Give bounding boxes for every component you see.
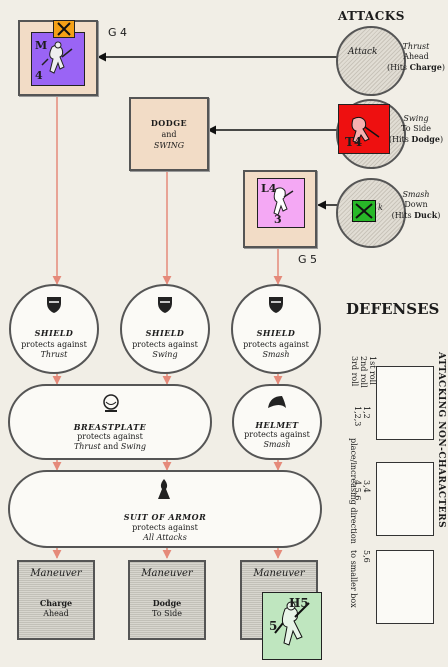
roll-value-5: 5,6	[362, 550, 371, 563]
shield-icon	[269, 297, 283, 313]
attack-label: k	[378, 203, 383, 212]
non-character-box-1[interactable]	[376, 366, 434, 440]
counter-code: M	[35, 39, 48, 52]
defense-shield-thrust: SHIELD protects against Thrust	[9, 284, 99, 374]
helmet-icon	[268, 396, 286, 408]
warrior-figure-icon	[351, 116, 380, 144]
attack-circle-smash[interactable]: k	[336, 178, 406, 248]
cancel-marker-icon[interactable]	[53, 20, 75, 38]
breastplate-icon	[103, 394, 119, 412]
defense-shield-smash: SHIELD protects against Smash	[231, 284, 321, 374]
counter-pink[interactable]: L4 3	[257, 178, 305, 228]
roll-value-3: 3,4	[362, 480, 371, 493]
warrior-figure-icon	[41, 41, 73, 74]
defense-breastplate: BREASTPLATE protects against Thrust and …	[8, 384, 212, 460]
counter-label-g4: G 4	[108, 26, 128, 39]
shield-icon	[47, 297, 61, 313]
cancel-marker-icon[interactable]	[352, 200, 376, 222]
smaller-box-note: to smaller box	[349, 550, 358, 608]
attack-circle-thrust[interactable]: Attack	[336, 26, 406, 96]
non-characters-heading: ATTACKING NON-CHARACTERS	[436, 352, 446, 529]
counter-number: 3	[274, 213, 282, 226]
attacks-heading: ATTACKS	[338, 9, 405, 23]
counter-code: L4	[261, 182, 277, 195]
armor-icon	[158, 479, 170, 499]
counter-number: 5	[269, 619, 278, 633]
dodge-swing-box: DODGE and SWING	[129, 97, 209, 171]
attack-box-thrust: M 4	[18, 20, 98, 96]
roll-value-1: 1,2	[362, 406, 371, 419]
defenses-heading: DEFENSES	[346, 300, 440, 318]
non-character-box-3[interactable]	[376, 550, 434, 624]
counter-number: 4	[35, 69, 43, 82]
attack-label: Attack	[348, 47, 378, 57]
maneuver-dodge[interactable]: Maneuver Dodge To Side	[128, 560, 206, 640]
roll-label-2: 2nd roll	[359, 356, 368, 388]
defense-suit-of-armor: SUIT OF ARMOR protects against All Attac…	[8, 470, 322, 548]
shield-icon	[158, 297, 172, 313]
roll-label-3: 3rd roll	[350, 356, 359, 387]
non-character-box-2[interactable]	[376, 462, 434, 536]
attack-desc-smash: Smash Down (Hits Duck)	[391, 190, 441, 220]
direction-note: place/increasing direction	[349, 438, 358, 544]
maneuver-charge[interactable]: Maneuver Charge Ahead	[17, 560, 95, 640]
attack-desc-swing: Swing To Side (Hits Dodge)	[388, 114, 444, 144]
counter-label-g5: G 5	[298, 253, 318, 266]
warrior-figure-icon	[273, 187, 294, 216]
attack-desc-thrust: Thrust Ahead (Hits Charge)	[387, 42, 445, 72]
counter-red[interactable]: T4	[338, 104, 390, 154]
attack-box-smash: L4 3	[243, 170, 317, 248]
warrior-figure-icon	[274, 601, 310, 646]
dodge-swing: SWING	[153, 140, 185, 150]
defense-shield-swing: SHIELD protects against Swing	[120, 284, 210, 374]
dodge-title: DODGE	[150, 117, 188, 128]
counter-green[interactable]: H5 5	[262, 592, 322, 660]
roll-value-2: 1,2,3	[353, 406, 362, 427]
defense-helmet: HELMET protects against Smash	[232, 384, 322, 460]
dodge-and: and	[161, 129, 177, 139]
counter-purple[interactable]: M 4	[31, 32, 85, 86]
counter-number: T4	[345, 135, 363, 149]
counter-code: H5	[289, 596, 309, 610]
